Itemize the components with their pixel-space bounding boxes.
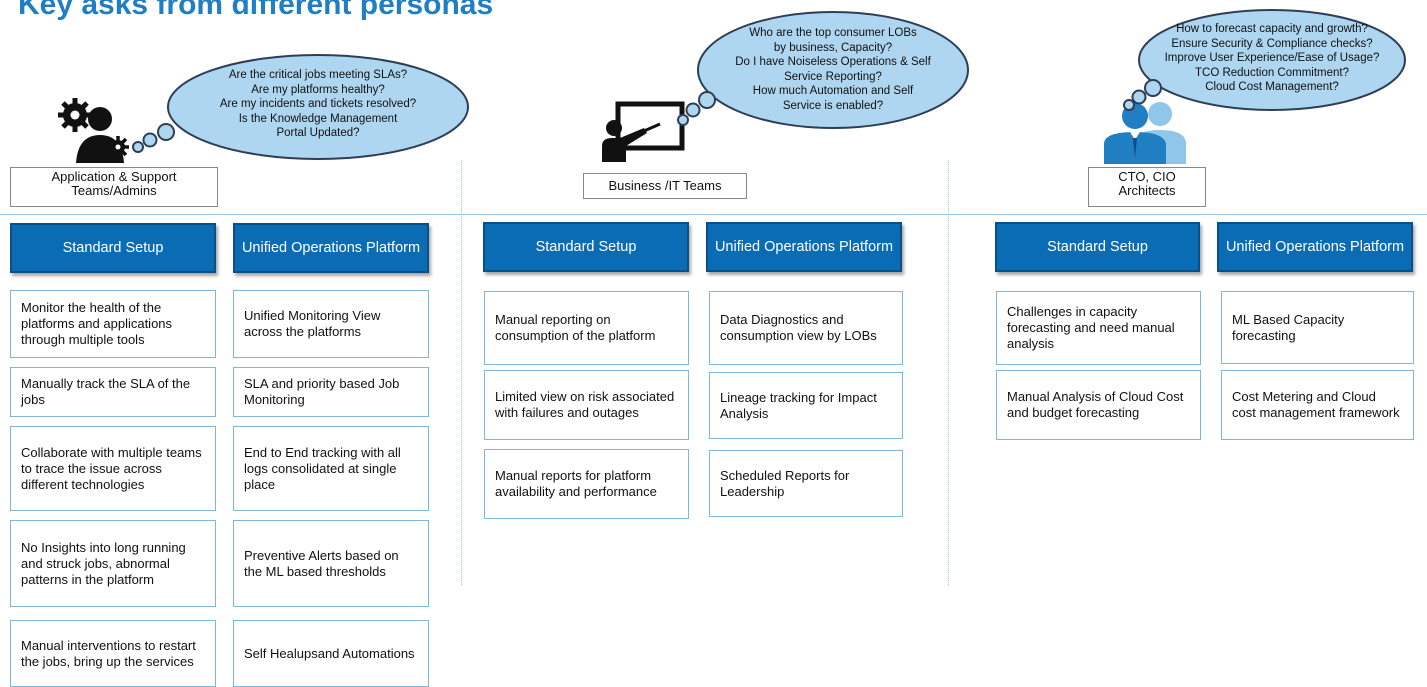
unified-item: Self Healupsand Automations [233, 620, 429, 687]
standard-item: Manual reports for platform availability… [484, 449, 689, 519]
unified-platform-header: Unified Operations Platform [233, 223, 429, 273]
unified-item: Lineage tracking for Impact Analysis [709, 372, 903, 439]
executives-icon [1102, 98, 1192, 164]
standard-item: No Insights into long running and struck… [10, 520, 216, 607]
standard-item: Manual Analysis of Cloud Cost and budget… [996, 370, 1201, 440]
unified-platform-header: Unified Operations Platform [1217, 222, 1413, 272]
cloud-questions: Who are the top consumer LOBs by busines… [735, 27, 931, 112]
section-divider [0, 214, 1427, 215]
question-cloud: Are the critical jobs meeting SLAs? Are … [118, 52, 469, 162]
persona-label: CTO, CIO Architects [1088, 167, 1206, 207]
question-cloud: How to forecast capacity and growth? Ens… [1115, 5, 1415, 120]
column-divider [948, 160, 949, 585]
gear-person-icon [50, 95, 130, 165]
question-cloud: Who are the top consumer LOBs by busines… [673, 8, 973, 133]
unified-item: End to End tracking with all logs consol… [233, 426, 429, 511]
standard-item: Monitor the health of the platforms and … [10, 290, 216, 358]
unified-item: Unified Monitoring View across the platf… [233, 290, 429, 358]
standard-setup-header: Standard Setup [483, 222, 689, 272]
standard-setup-header: Standard Setup [995, 222, 1200, 272]
standard-item: Limited view on risk associated with fai… [484, 370, 689, 440]
unified-platform-header: Unified Operations Platform [706, 222, 902, 272]
cloud-questions: Are the critical jobs meeting SLAs? Are … [219, 69, 417, 139]
unified-item: SLA and priority based Job Monitoring [233, 367, 429, 417]
standard-item: Challenges in capacity forecasting and n… [996, 291, 1201, 365]
page-title: Key asks from different personas [18, 0, 494, 21]
unified-item: Data Diagnostics and consumption view by… [709, 291, 903, 365]
unified-item: Scheduled Reports for Leadership [709, 450, 903, 517]
standard-item: Manually track the SLA of the jobs [10, 367, 216, 417]
unified-item: ML Based Capacity forecasting [1221, 291, 1414, 364]
cloud-questions: How to forecast capacity and growth? Ens… [1164, 23, 1380, 93]
standard-setup-header: Standard Setup [10, 223, 216, 273]
standard-item: Manual reporting on consumption of the p… [484, 291, 689, 365]
unified-item: Cost Metering and Cloud cost management … [1221, 370, 1414, 440]
column-divider [461, 160, 462, 585]
unified-item: Preventive Alerts based on the ML based … [233, 520, 429, 607]
persona-label: Application & Support Teams/Admins [10, 167, 218, 207]
standard-item: Manual interventions to restart the jobs… [10, 620, 216, 687]
presenter-icon [600, 100, 685, 162]
standard-item: Collaborate with multiple teams to trace… [10, 426, 216, 511]
persona-label: Business /IT Teams [583, 173, 747, 199]
